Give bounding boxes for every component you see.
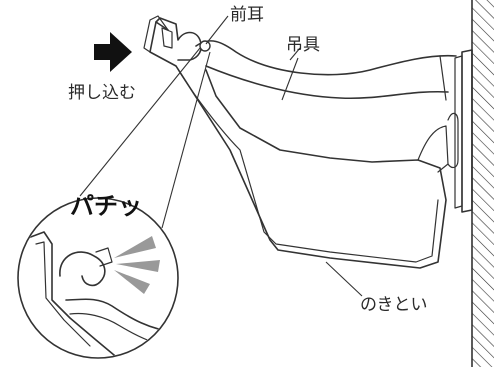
gutter-leader — [325, 261, 363, 297]
snap-rays-icon — [114, 236, 160, 294]
gutter-body — [143, 15, 449, 269]
hanger-label: 吊具 — [286, 35, 320, 55]
front-ear-leader — [205, 15, 229, 45]
wall — [471, 0, 494, 367]
zoom-cone — [79, 47, 211, 229]
snap-sound-label: パチッ — [70, 192, 142, 220]
front-lip — [155, 17, 211, 61]
push-in-label: 押し込む — [68, 83, 136, 103]
hanger-leader-2 — [281, 57, 299, 101]
front-ear-label: 前耳 — [230, 5, 264, 25]
hanger-leader — [289, 47, 301, 61]
wall-bracket — [447, 49, 473, 213]
detail-circle — [17, 197, 179, 359]
gutter-label: のきとい — [360, 295, 428, 315]
push-arrow-icon — [94, 32, 132, 72]
hanger-arm — [195, 40, 457, 101]
